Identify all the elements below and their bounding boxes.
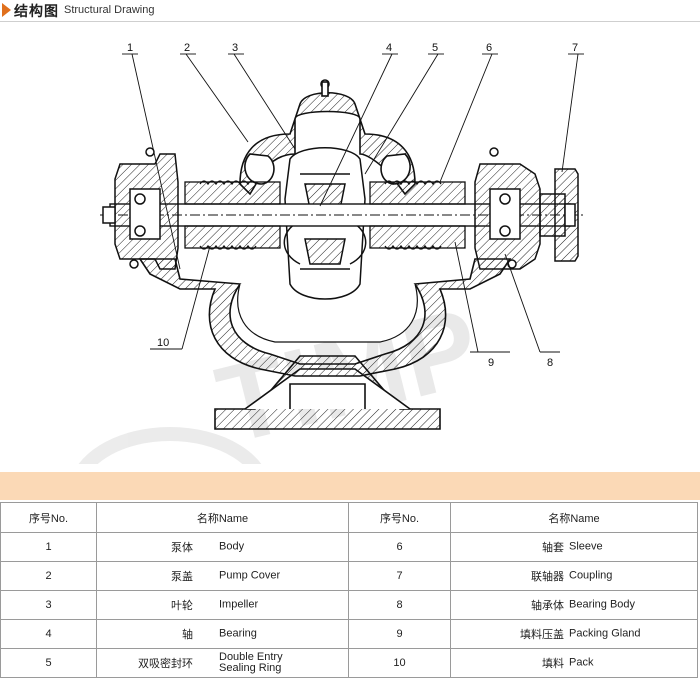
part-number: 10 xyxy=(348,648,451,678)
leader-lines xyxy=(122,53,584,353)
callout-9: 9 xyxy=(488,357,494,369)
part-name: 轴 Bearing xyxy=(96,619,349,649)
section-title-en: Structural Drawing xyxy=(64,4,155,16)
part-name-en: Sleeve xyxy=(569,540,603,553)
part-name-en: Impeller xyxy=(219,598,259,611)
callout-numbers: 1 2 3 4 5 6 7 8 9 10 xyxy=(127,42,578,369)
part-number: 4 xyxy=(0,619,97,649)
callout-5: 5 xyxy=(432,42,438,54)
shaft-sleeves xyxy=(184,180,466,250)
part-name-en: Bearing xyxy=(219,627,257,640)
section-title-cn: 结构图 xyxy=(14,3,59,19)
col-header-name-left: 名称Name xyxy=(96,502,349,533)
callout-2: 2 xyxy=(184,42,190,54)
part-name-en: Packing Gland xyxy=(569,627,641,640)
part-name: 联轴器 Coupling xyxy=(450,561,698,591)
left-bearing-body xyxy=(102,147,179,270)
part-name-en: Bearing Body xyxy=(569,598,636,611)
table-row: 5 双吸密封环 Double Entry Sealing Ring 10 填料 Pa… xyxy=(0,648,698,678)
callout-1: 1 xyxy=(127,42,133,54)
part-name-en: Body xyxy=(219,540,245,553)
coupling xyxy=(539,168,579,262)
table-header-row: 序号No. 名称Name 序号No. 名称Name xyxy=(0,502,698,533)
part-name-en: Double Entry Sealing Ring xyxy=(219,651,283,674)
part-number: 5 xyxy=(0,648,97,678)
part-name-cn: 填料压盖 xyxy=(520,629,564,641)
right-bearing-body xyxy=(474,147,541,270)
part-number: 9 xyxy=(348,619,451,649)
arrow-marker-icon xyxy=(2,3,11,17)
part-name: 填料 Pack xyxy=(450,648,698,678)
part-number: 2 xyxy=(0,561,97,591)
table-row: 3 叶轮 Impeller 8 轴承体 Bearing Body xyxy=(0,590,698,620)
pump-structural-drawing: TIMP xyxy=(78,42,585,464)
part-number: 8 xyxy=(348,590,451,620)
part-name-cn: 泵盖 xyxy=(171,571,193,583)
part-number: 6 xyxy=(348,532,451,562)
part-name-cn: 叶轮 xyxy=(171,600,193,612)
part-name: 泵盖 Pump Cover xyxy=(96,561,349,591)
part-number: 1 xyxy=(0,532,97,562)
part-number: 7 xyxy=(348,561,451,591)
table-header-band xyxy=(0,472,700,500)
callout-4: 4 xyxy=(386,42,392,54)
part-name-cn: 轴套 xyxy=(542,542,564,554)
part-name: 泵体 Body xyxy=(96,532,349,562)
callout-7: 7 xyxy=(572,42,578,54)
part-name: 双吸密封环 Double Entry Sealing Ring xyxy=(96,648,349,678)
table-row: 1 泵体 Body 6 轴套 Sleeve xyxy=(0,532,698,562)
header-divider xyxy=(0,21,700,22)
part-number: 3 xyxy=(0,590,97,620)
callout-6: 6 xyxy=(486,42,492,54)
col-header-no-right: 序号No. xyxy=(348,502,451,533)
part-name-cn: 轴承体 xyxy=(531,600,564,612)
part-name-cn: 轴 xyxy=(182,629,193,641)
part-name-cn: 联轴器 xyxy=(531,571,564,583)
callout-10: 10 xyxy=(157,337,169,349)
table-row: 2 泵盖 Pump Cover 7 联轴器 Coupling xyxy=(0,561,698,591)
callout-3: 3 xyxy=(232,42,238,54)
pump-body-casing xyxy=(138,258,512,377)
part-name-en: Pump Cover xyxy=(219,569,281,582)
pump-base xyxy=(214,355,441,430)
table-row: 4 轴 Bearing 9 填料压盖 Packing Gland xyxy=(0,619,698,649)
col-header-name-right: 名称Name xyxy=(450,502,698,533)
callout-8: 8 xyxy=(547,357,553,369)
part-name-cn: 双吸密封环 xyxy=(138,658,193,670)
col-header-no-left: 序号No. xyxy=(0,502,97,533)
part-name: 轴承体 Bearing Body xyxy=(450,590,698,620)
part-name-cn: 泵体 xyxy=(171,542,193,554)
section-header: 结构图 Structural Drawing xyxy=(0,0,700,22)
part-name: 填料压盖 Packing Gland xyxy=(450,619,698,649)
part-name-cn: 填料 xyxy=(542,658,564,670)
part-name: 轴套 Sleeve xyxy=(450,532,698,562)
parts-table: 序号No. 名称Name 序号No. 名称Name 1 泵体 Body 6 轴套 S… xyxy=(0,502,698,678)
part-name-en: Coupling xyxy=(569,569,613,582)
part-name: 叶轮 Impeller xyxy=(96,590,349,620)
part-name-en: Pack xyxy=(569,656,594,669)
